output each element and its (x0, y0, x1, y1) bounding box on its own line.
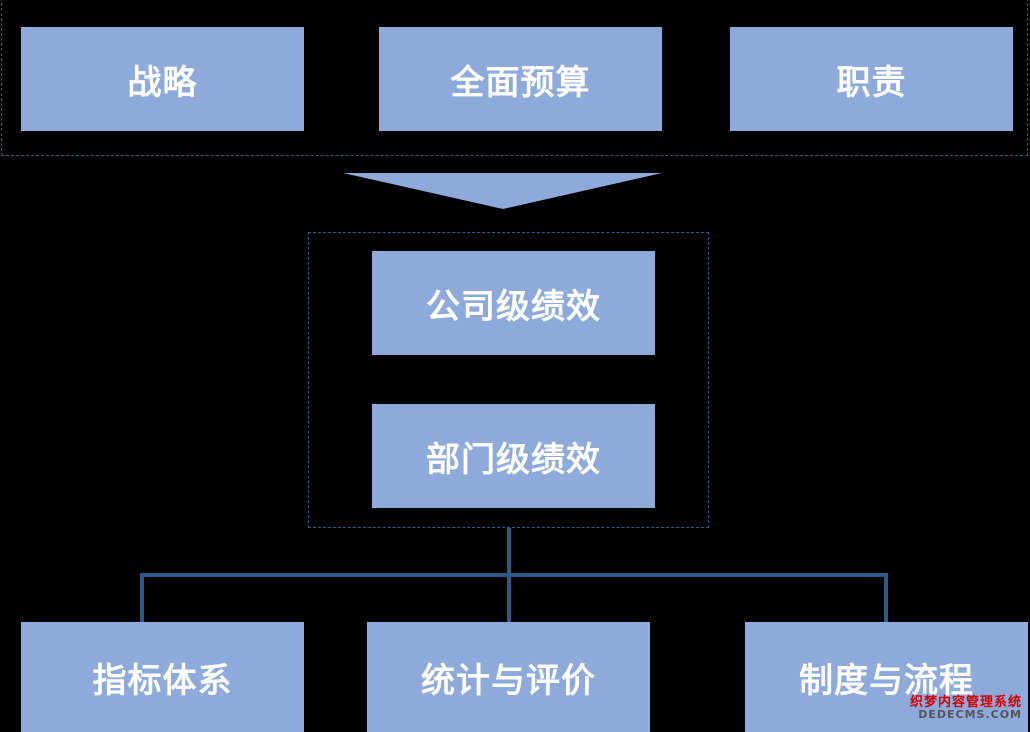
node-indicator-system-label: 指标体系 (92, 660, 233, 701)
node-full-budget: 全面预算 (379, 27, 662, 131)
node-responsibility: 职责 (730, 27, 1013, 131)
node-department-performance-label: 部门级绩效 (426, 439, 601, 480)
node-company-performance-label: 公司级绩效 (426, 286, 601, 327)
node-strategy: 战略 (21, 27, 304, 131)
node-department-performance: 部门级绩效 (372, 404, 655, 508)
node-company-performance: 公司级绩效 (372, 251, 655, 355)
node-system-process-label: 制度与流程 (799, 660, 974, 701)
node-indicator-system: 指标体系 (21, 622, 304, 732)
watermark-line1: 织梦内容管理系统 (909, 694, 1022, 710)
down-arrow (343, 173, 662, 209)
node-statistics-evaluation-label: 统计与评价 (421, 660, 596, 701)
node-strategy-label: 战略 (127, 62, 198, 103)
top-group-frame (1, 0, 1028, 156)
node-full-budget-label: 全面预算 (450, 62, 591, 103)
node-system-process: 制度与流程 (745, 622, 1028, 732)
middle-group-frame (308, 232, 709, 528)
watermark-line2: DEDECMS.COM (918, 708, 1022, 722)
watermark: 织梦内容管理系统 DEDECMS.COM (910, 696, 1022, 721)
node-responsibility-label: 职责 (836, 62, 907, 103)
node-statistics-evaluation: 统计与评价 (367, 622, 650, 732)
tree-connector (140, 528, 888, 622)
